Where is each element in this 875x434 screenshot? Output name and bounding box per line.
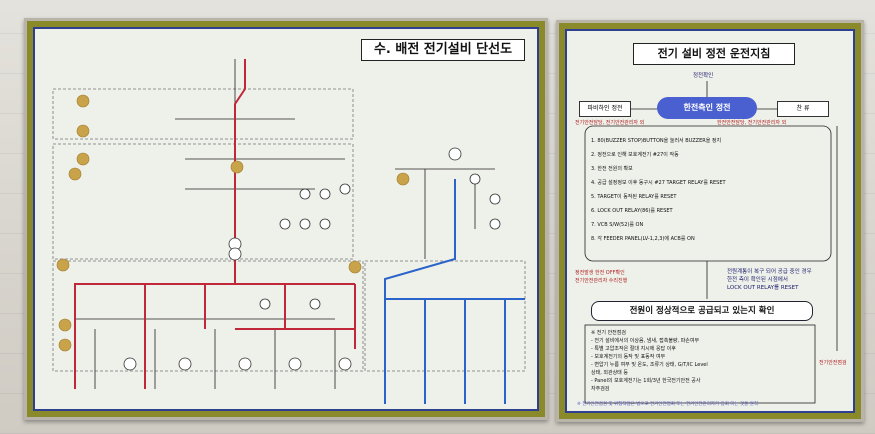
transformer-symbol [448,147,462,161]
motor-symbol [338,357,352,371]
step-8: 8. 각 FEEDER PANEL(LV-1,2,3)에 ACB를 ON [591,236,695,242]
single-line-diagram-board: 수. 배전 전기설비 단선도 [33,27,539,411]
guide-title: 전기 설비 정전 운전지침 [633,43,795,65]
checklist-line-2: - 전기 설비에서의 이상음, 냄새, 접촉불량, 파손여부 [591,338,700,344]
checklist-line-1: ※ 전기 안전점검 [591,330,626,336]
step-1: 1. 80(BUZZER STOP)BUTTON을 눌러서 BUZZER을 정지 [591,138,722,144]
checklist-line-8: 자주검검 [591,386,610,392]
sticker-dot [348,260,362,274]
motor-symbol [238,357,252,371]
step-7: 7. VCB S/W(52)를 ON [591,222,644,228]
side-note-1: 정전발생 한전 OFF확인 [575,270,625,276]
motor-symbol [299,188,311,200]
guide-flow-lines [584,81,838,404]
motor-symbol [178,357,192,371]
sticker-dot [58,318,72,332]
flow-left-note: 전기안전담당, 전기안전관리자 외 [575,120,645,126]
sticker-dot [56,258,70,272]
motor-symbol [469,173,481,185]
guide-footer: ※ 전기안전점검 및 위험작업은 법으로 전기안전협회 또는 전기안전관리자가 … [577,402,758,407]
power-outage-guide-board: 전기 설비 정전 운전지침 정전확인 파비하인 정전 한전측인 정전 찬 류 전… [565,29,855,413]
step-2: 2. 정전으로 인해 보호계전기 #27이 작동 [591,152,679,158]
diagram-title: 수. 배전 전기설비 단선도 [361,39,525,61]
single-line-diagram [52,59,526,404]
transformer-symbol [228,247,242,261]
checklist-line-4: - 보호계전기의 동작 및 표동작 여부 [591,354,666,360]
flow-right-note: 한전안전담당, 전기안전관리자 외 [717,120,787,126]
sticker-dot [58,338,72,352]
motor-symbol [489,218,501,230]
right-box-note-1: 전원계통이 복구 되어 공급 중인 경우 [727,269,812,275]
sticker-dot [68,167,82,181]
checklist-line-5: - 변압기 누름 여부 및 온도, 조류기 상태, G/T/IC Level [591,362,708,368]
motor-symbol [319,218,331,230]
panel-block [52,88,354,140]
motor-symbol [279,218,291,230]
side-note-2: 전기안전관리자 수리진행 [575,278,628,284]
motor-symbol [299,218,311,230]
checklist-box [584,324,816,404]
sticker-dot [230,160,244,174]
step-5: 5. TARGET이 동작된 RELAY를 RESET [591,194,677,200]
checklist-line-7: - Panel의 보호계전기는 1회/3년 한국전기안전 공사 [591,378,701,384]
right-box-note-2: 한전 측이 확인된 시점에서 [727,277,788,283]
flow-left-node: 파비하인 정전 [579,101,631,117]
flow-top-label: 정전확인 [693,73,714,79]
sticker-dot [396,172,410,186]
flow-center-node: 한전측인 정전 [657,97,757,119]
panel-block [52,143,354,260]
step-6: 6. LOCK OUT RELAY(86)를 RESET [591,208,673,214]
motor-symbol [339,183,351,195]
motor-symbol [319,188,331,200]
motor-symbol [288,357,302,371]
power-outage-guide-sign: 전기 설비 정전 운전지침 정전확인 파비하인 정전 한전측인 정전 찬 류 전… [556,20,864,422]
right-vertical-note: 전기안전점검 [819,360,847,366]
motor-symbol [259,298,271,310]
step-4: 4. 공급 설정정보 이후 동구시 #27 TARGET RELAY를 RESE… [591,180,726,186]
motor-symbol [309,298,321,310]
right-box-note-3: LOCK OUT RELAY를 RESET [727,285,799,291]
checklist-line-6: 상태, 외관상태 등 [591,370,628,376]
sticker-dot [76,124,90,138]
sticker-dot [76,94,90,108]
flow-right-node: 찬 류 [777,101,829,117]
single-line-diagram-sign: 수. 배전 전기설비 단선도 [24,18,548,420]
panel-block [52,260,364,372]
check-title: 전원이 정상적으로 공급되고 있는지 확인 [591,301,813,321]
procedure-box [584,125,832,262]
motor-symbol [123,357,137,371]
checklist-line-3: - 특별 고압조작은 절대 지시에 응답 이후 [591,346,676,352]
sticker-dot [76,152,90,166]
step-3: 3. 한전 전원의 확보 [591,166,633,172]
motor-symbol [489,193,501,205]
